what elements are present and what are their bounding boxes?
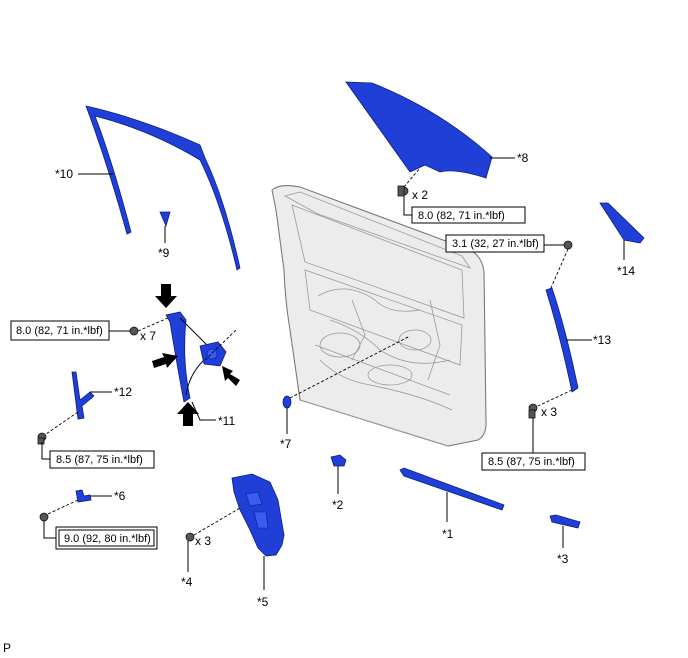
callout-6: *6 xyxy=(114,489,126,503)
frame-bolt xyxy=(37,432,47,445)
callout-10: *10 xyxy=(55,167,73,181)
torque-glass: 8.0 (82, 71 in.*lbf) xyxy=(418,210,505,222)
corner-cover xyxy=(599,202,645,244)
callout-9: *9 xyxy=(158,246,170,260)
callout-14: *14 xyxy=(617,264,635,278)
belt-moulding xyxy=(399,467,505,511)
service-hole-cover xyxy=(231,473,285,557)
regulator-bolt xyxy=(129,326,139,336)
callout-13: *13 xyxy=(593,333,611,347)
callout-5: *5 xyxy=(257,595,269,609)
qty-rear-bolts: x 3 xyxy=(541,405,557,419)
callout-1: *1 xyxy=(442,527,454,541)
callout-8: *8 xyxy=(517,151,529,165)
small-bracket xyxy=(75,489,92,503)
hole-plug xyxy=(282,395,292,409)
glass-bolt xyxy=(397,185,409,197)
qty-regulator-bolts: x 7 xyxy=(140,329,156,343)
rear-moulding-piece xyxy=(549,514,581,529)
rear-upper-bolt xyxy=(563,240,573,250)
torque-rear-lower: 8.5 (87, 75 in.*lbf) xyxy=(488,456,575,468)
glass-run-frame xyxy=(85,105,241,271)
callout-2: *2 xyxy=(332,498,344,512)
callout-11: *11 xyxy=(218,414,235,428)
torque-frame: 8.5 (87, 75 in.*lbf) xyxy=(56,454,143,466)
arrow-bottom xyxy=(177,402,199,426)
callout-3: *3 xyxy=(557,552,569,566)
torque-regulator: 8.0 (82, 71 in.*lbf) xyxy=(16,325,103,337)
corner-mark: P xyxy=(3,641,11,655)
latch-bolt xyxy=(39,512,49,522)
window-regulator xyxy=(165,311,227,403)
callout-4: *4 xyxy=(181,575,193,589)
torque-latch: 9.0 (92, 80 in.*lbf) xyxy=(64,533,151,545)
torque-rear-upper: 3.1 (32, 27 in.*lbf) xyxy=(452,238,539,250)
door-glass xyxy=(345,81,493,179)
rear-lower-bolt xyxy=(528,403,538,419)
callout-7: *7 xyxy=(280,437,292,451)
rear-lower-channel xyxy=(545,287,579,393)
small-cover xyxy=(159,211,171,228)
check-bracket xyxy=(330,454,347,467)
callout-12: *12 xyxy=(114,385,132,399)
qty-clips: x 3 xyxy=(195,534,211,548)
arrow-left xyxy=(152,353,178,368)
door-panel xyxy=(271,184,487,447)
arrow-right xyxy=(222,366,240,386)
qty-glass-bolts: x 2 xyxy=(412,188,428,202)
door-frame-bracket xyxy=(71,371,95,420)
cover-clip xyxy=(185,532,195,542)
arrow-top xyxy=(155,284,177,308)
